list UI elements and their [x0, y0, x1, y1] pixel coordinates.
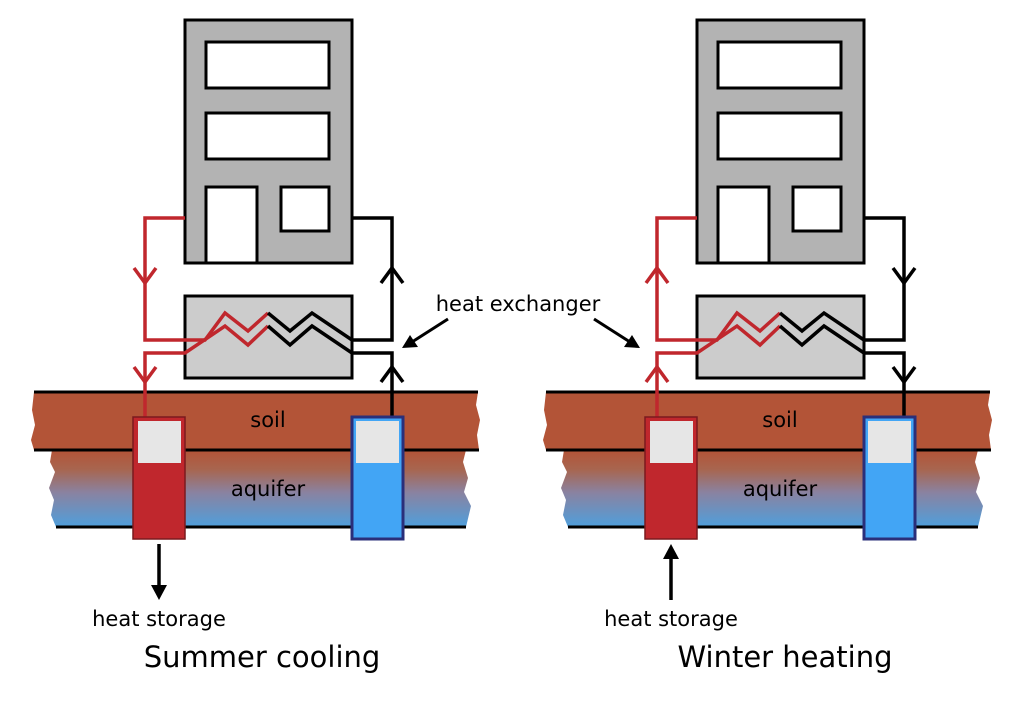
arrow-head	[624, 335, 640, 348]
cold-pipe-well-loop	[266, 323, 394, 418]
aquifer-label: aquifer	[743, 477, 818, 501]
soil-label: soil	[250, 408, 285, 432]
window	[716, 40, 843, 90]
arrow-head	[402, 335, 418, 348]
building	[183, 18, 354, 265]
panel-caption: Summer cooling	[144, 640, 381, 674]
flow-up-arrow	[644, 265, 670, 285]
flow-down-arrow	[132, 365, 158, 385]
flow-up-arrow	[379, 364, 405, 384]
heat-storage-label: heat storage	[604, 607, 738, 631]
flow-up-arrow	[379, 265, 405, 285]
warm-pipe-well-loop	[655, 323, 782, 418]
heat-storage-label: heat storage	[92, 607, 226, 631]
heat-exchanger-label: heat exchanger	[436, 292, 601, 316]
panel-winter: soil aquifer	[543, 18, 992, 674]
cold-pipe-building-loop	[778, 216, 906, 342]
panel-summer: soil aquifer	[31, 18, 480, 674]
pointer-arrow-right	[593, 317, 631, 344]
cold-pipe-building-loop	[266, 216, 394, 342]
window	[279, 185, 331, 233]
flow-down-arrow	[132, 266, 158, 286]
cold-well	[350, 415, 405, 541]
flow-up-arrow	[644, 364, 670, 384]
building	[695, 18, 866, 265]
arrow-head	[151, 585, 167, 600]
cold-well	[862, 415, 917, 541]
flow-down-arrow	[891, 365, 917, 385]
window	[204, 111, 331, 161]
warm-pipe-well-loop	[143, 323, 270, 418]
window	[716, 111, 843, 161]
door	[204, 185, 259, 265]
heat-exchanger-box	[695, 294, 866, 380]
aquifer-label: aquifer	[231, 477, 306, 501]
heat-exchanger-box	[183, 294, 354, 380]
soil-label: soil	[762, 408, 797, 432]
flow-down-arrow	[891, 266, 917, 286]
pointer-arrow-left	[411, 317, 449, 344]
warm-well	[132, 416, 186, 540]
arrow-head	[663, 544, 679, 559]
window	[204, 40, 331, 90]
window	[791, 185, 843, 233]
cold-pipe-well-loop	[778, 323, 906, 418]
panel-caption: Winter heating	[677, 640, 892, 674]
door	[716, 185, 771, 265]
warm-well	[644, 416, 698, 540]
